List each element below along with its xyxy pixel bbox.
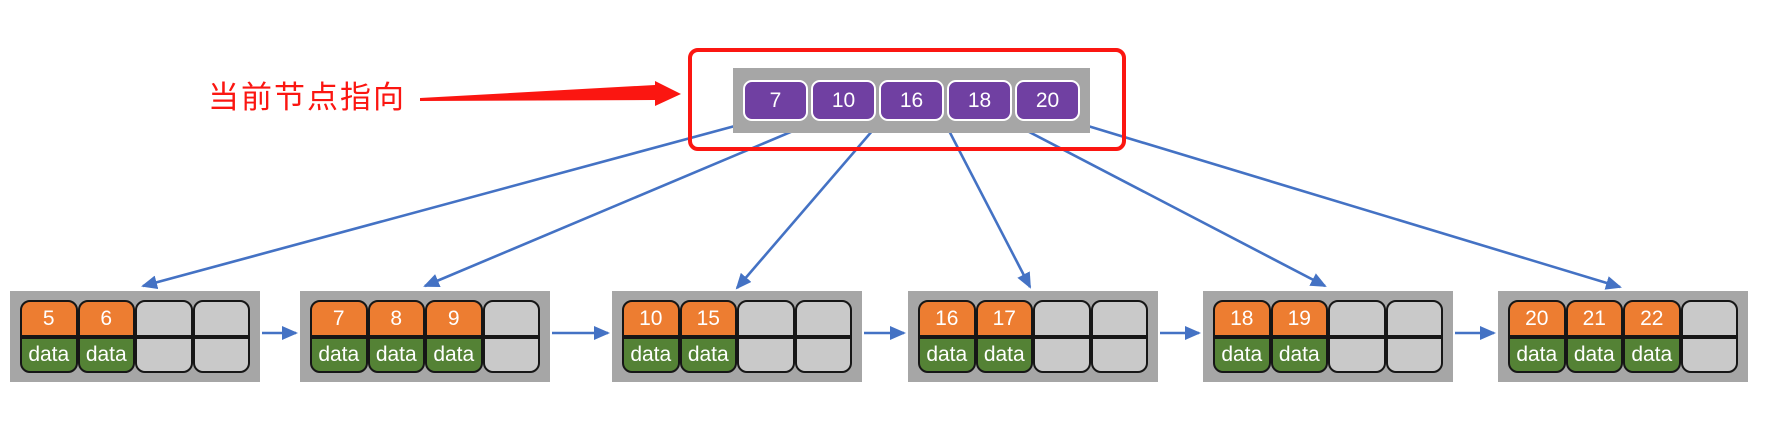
root-key-cell: 16 [879,80,944,121]
leaf-data-cell: data [1508,336,1566,373]
leaf-data-cell: data [425,336,483,373]
leaf-data-cell: data [1270,336,1328,373]
empty-slot-cell [1033,336,1091,373]
tree-edge-arrow-0 [141,121,747,290]
root-key-cell: 10 [811,80,876,121]
annotation-label: 当前节点指向 [208,80,406,115]
leaf-data-cell: data [77,336,135,373]
empty-slot-cell [192,300,250,337]
empty-slot-cell [135,336,193,373]
empty-slot-cell [1033,300,1091,337]
leaf-data-cell: data [310,336,368,373]
current-node-highlight [688,48,1126,151]
empty-slot-cell [737,336,795,373]
leaf-key-cell: 18 [1213,300,1271,337]
empty-slot-cell [1385,336,1443,373]
leaf-data-cell: data [367,336,425,373]
leaf-data-cell: data [622,336,680,373]
root-key-cell: 7 [743,80,808,121]
empty-slot-cell [1090,300,1148,337]
leaf-key-cell: 17 [975,300,1033,337]
leaf-key-cell: 21 [1565,300,1623,337]
empty-slot-cell [1680,336,1738,373]
root-key-cell: 20 [1015,80,1080,121]
leaf-key-cell: 7 [310,300,368,337]
leaf-key-cell: 5 [20,300,78,337]
leaf-key-cell: 20 [1508,300,1566,337]
root-key-cell: 18 [947,80,1012,121]
leaf-key-cell: 8 [367,300,425,337]
leaf-data-cell: data [975,336,1033,373]
empty-slot-cell [482,300,540,337]
empty-slot-cell [1328,336,1386,373]
empty-slot-cell [482,336,540,373]
annotation-arrow [420,81,681,106]
leaf-key-cell: 15 [679,300,737,337]
tree-edge-arrow-5 [1077,121,1622,290]
leaf-data-cell: data [918,336,976,373]
empty-slot-cell [794,336,852,373]
empty-slot-cell [1090,336,1148,373]
empty-slot-cell [135,300,193,337]
leaf-key-cell: 10 [622,300,680,337]
leaf-key-cell: 16 [918,300,976,337]
leaf-key-cell: 9 [425,300,483,337]
leaf-key-cell: 6 [77,300,135,337]
leaf-data-cell: data [679,336,737,373]
leaf-data-cell: data [1623,336,1681,373]
empty-slot-cell [1680,300,1738,337]
empty-slot-cell [192,336,250,373]
leaf-key-cell: 22 [1623,300,1681,337]
leaf-key-cell: 19 [1270,300,1328,337]
leaf-data-cell: data [1213,336,1271,373]
empty-slot-cell [1385,300,1443,337]
empty-slot-cell [1328,300,1386,337]
leaf-data-cell: data [20,336,78,373]
leaf-data-cell: data [1565,336,1623,373]
empty-slot-cell [794,300,852,337]
empty-slot-cell [737,300,795,337]
